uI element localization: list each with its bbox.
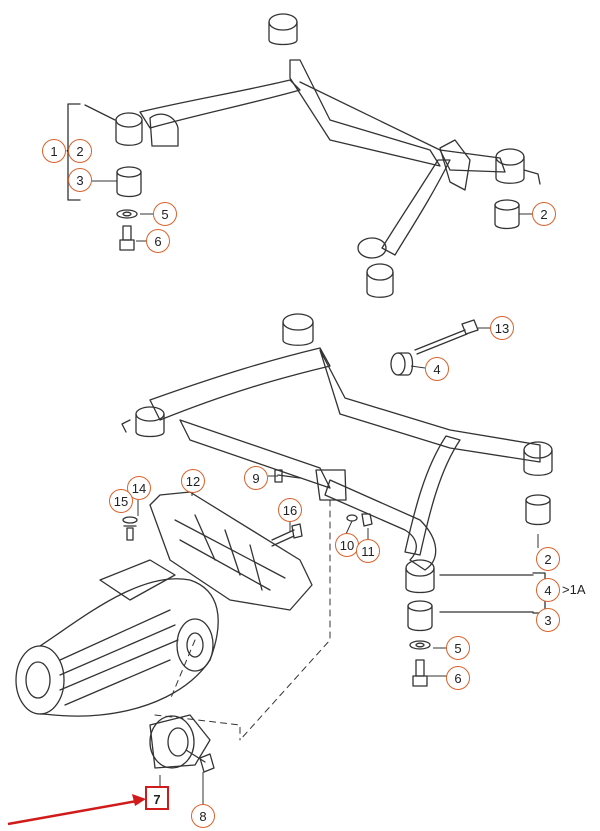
callout-6-bottom[interactable]: 6 [446,666,470,690]
brace-plate [122,491,313,611]
callout-7-highlighted[interactable]: 7 [145,786,169,810]
group-suffix-bottom: >1A [562,582,586,597]
callout-6-top[interactable]: 6 [146,229,170,253]
callout-12[interactable]: 12 [181,469,205,493]
callout-2-top-right[interactable]: 2 [532,202,556,226]
callout-15[interactable]: 15 [109,489,133,513]
top-subframe [67,13,541,298]
differential-housing [15,559,219,717]
callout-4-bushing[interactable]: 4 [425,357,449,381]
callout-3-top[interactable]: 3 [68,168,92,192]
callout-5-bottom[interactable]: 5 [446,636,470,660]
bottom-subframe [121,313,553,687]
callout-3-bottom[interactable]: 3 [536,608,560,632]
callout-10[interactable]: 10 [335,533,359,557]
callout-5-top[interactable]: 5 [153,202,177,226]
callout-1-top[interactable]: 1 [42,139,66,163]
callout-11[interactable]: 11 [356,539,380,563]
callout-2-top-left[interactable]: 2 [68,139,92,163]
callout-16[interactable]: 16 [278,498,302,522]
highlight-arrow [7,794,146,826]
leader-lines [92,180,539,804]
diff-mount [149,714,215,773]
callout-4-bottom[interactable]: 4 [536,578,560,602]
callout-2-bottom[interactable]: 2 [536,547,560,571]
callout-9[interactable]: 9 [244,466,268,490]
callout-13[interactable]: 13 [490,316,514,340]
callout-8[interactable]: 8 [191,804,215,828]
alignment-lines [154,499,331,741]
